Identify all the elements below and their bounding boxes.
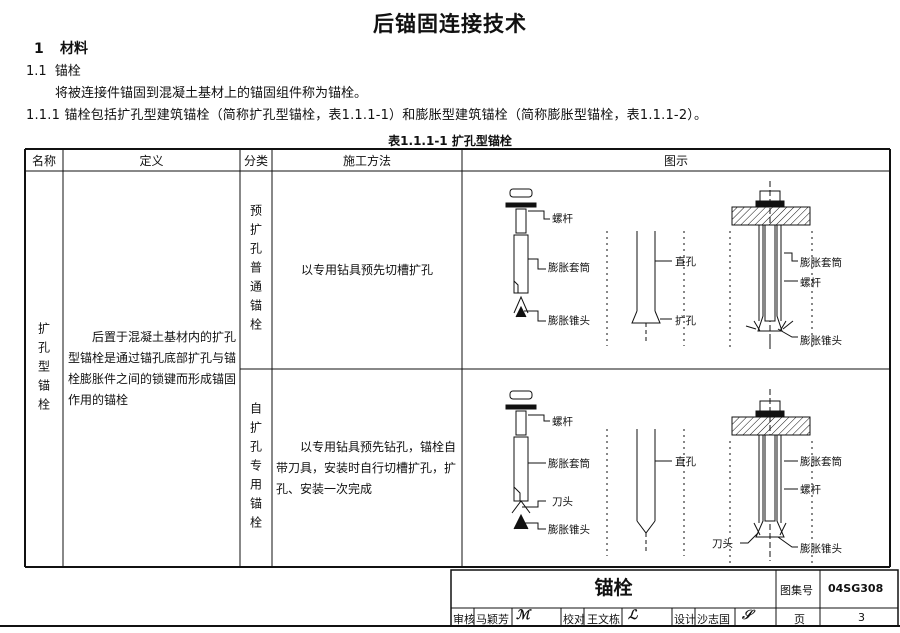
header-name: 名称 [31,153,56,168]
label-cone-1b: 膨胀锥头 [800,335,842,347]
label-sleeve-1b: 膨胀套筒 [800,257,842,269]
straight-hole-1 [606,231,685,346]
label-cone-2b: 膨胀锥头 [800,543,842,555]
label-bolt-1b: 螺杆 [800,277,821,289]
section-1-heading: 1 材料 [34,38,88,58]
cell-category-2: 自扩孔专用锚栓 [240,369,272,567]
drawing-name: 锚栓 [594,577,633,599]
anchor-figures [505,181,813,563]
label-bolt-1: 螺杆 [552,213,573,225]
checker-signature: ℒ [628,608,638,623]
label-sleeve-2: 膨胀套筒 [548,458,590,470]
designer-signature: 𝒮 [742,608,753,623]
page-number: 3 [858,611,865,624]
label-straight-hole-2: 直孔 [675,456,696,468]
installed-anchor-2 [729,389,813,563]
exploded-anchor-2 [505,390,537,530]
section-1-1-label: 锚栓 [54,64,81,79]
section-1-1-1-paragraph: 1.1.1 锚栓包括扩孔型建筑锚栓（简称扩孔型锚栓，表1.1.1-1）和膨胀型建… [26,108,708,123]
cell-name: 扩孔型锚栓 [25,171,63,567]
label-bolt-2b: 螺杆 [800,484,821,496]
section-1-1-number: 1.1 [26,64,47,79]
anchor-type-name: 扩孔型锚栓 [36,321,51,417]
cell-category-1: 预扩孔普通锚栓 [240,171,272,369]
section-1-number: 1 [34,41,44,57]
reviewer-name: 马颖芳 [476,613,509,626]
category-1: 预扩孔普通锚栓 [248,203,263,337]
straight-hole-2 [606,429,685,556]
label-ream-hole-1: 扩孔 [675,315,696,327]
header-definition: 定义 [139,153,164,168]
intro-paragraph: 将被连接件锚固到混凝土基材上的锚固组件称为锚栓。 [55,86,368,101]
cell-method-2: 以专用钻具预先钻孔，锚栓自带刀具，安装时自行切槽扩孔，扩孔、安装一次完成 [276,369,460,567]
checker-name: 王文栋 [587,613,620,626]
header-method: 施工方法 [342,153,391,168]
method-2: 以专用钻具预先钻孔，锚栓自带刀具，安装时自行切槽扩孔，扩孔、安装一次完成 [276,439,457,496]
label-cutter-2: 刀头 [552,496,573,508]
atlas-label: 图集号 [780,584,813,597]
check-label: 校对 [563,613,585,626]
label-cone-1: 膨胀锥头 [548,315,590,327]
label-sleeve-2b: 膨胀套筒 [800,456,842,468]
page-label: 页 [794,613,805,626]
label-bolt-2: 螺杆 [552,416,573,428]
exploded-anchor-1 [505,188,537,318]
label-sleeve-1: 膨胀套筒 [548,262,590,274]
design-label: 设计 [674,613,696,626]
table-caption: 表1.1.1-1 扩孔型锚栓 [388,134,512,148]
designer-name: 沙志国 [697,613,730,626]
anchor-definition: 后置于混凝土基材内的扩孔型锚栓是通过锚孔底部扩孔与锚栓膨胀件之间的锁键而形成锚固… [68,330,237,407]
review-label: 审核 [453,613,475,626]
category-2: 自扩孔专用锚栓 [248,401,263,535]
label-straight-hole-1: 直孔 [675,256,696,268]
page-title: 后锚固连接技术 [373,12,527,36]
header-category: 分类 [243,153,268,168]
cell-definition: 后置于混凝土基材内的扩孔型锚栓是通过锚孔底部扩孔与锚栓膨胀件之间的锁键而形成锚固… [68,171,236,567]
atlas-number: 04SG308 [828,582,884,595]
reviewer-signature: ℳ [516,608,530,623]
label-cutter-2b: 刀头 [712,538,733,550]
section-1-1-heading: 1.1 锚栓 [26,60,81,79]
header-figure: 图示 [663,153,688,168]
section-1-label: 材料 [60,41,88,57]
method-1: 以专用钻具预先切槽扩孔 [300,262,433,277]
cell-method-1: 以专用钻具预先切槽扩孔 [272,171,462,369]
installed-anchor-1 [729,181,813,351]
label-cone-2: 膨胀锥头 [548,524,590,536]
